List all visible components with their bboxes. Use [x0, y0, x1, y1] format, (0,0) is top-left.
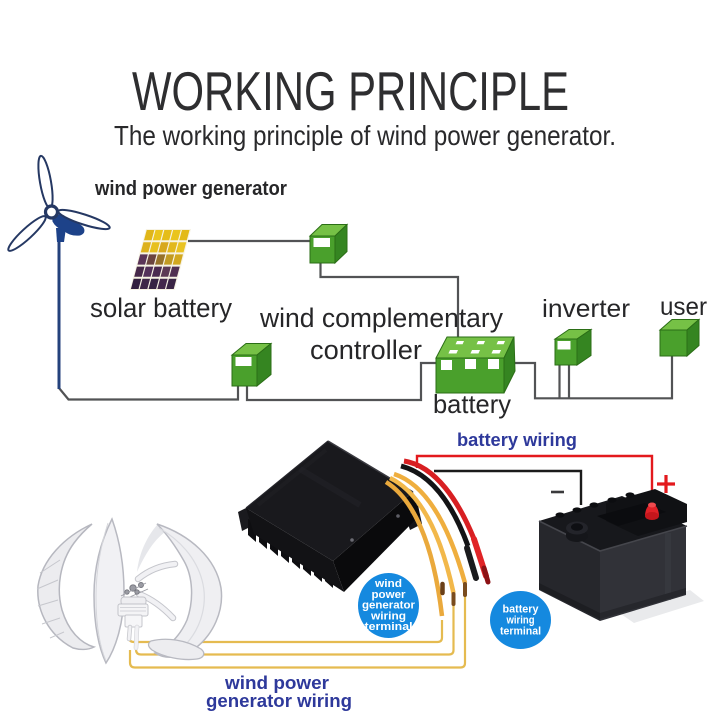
svg-text:WORKING PRINCIPLE: WORKING PRINCIPLE	[132, 60, 569, 122]
svg-text:generator wiring: generator wiring	[206, 691, 352, 711]
svg-text:terminal: terminal	[500, 626, 541, 638]
svg-text:terminal: terminal	[365, 621, 413, 633]
svg-text:solar battery: solar battery	[90, 293, 232, 323]
svg-text:wind: wind	[374, 578, 402, 590]
svg-text:wind power generator: wind power generator	[94, 178, 287, 200]
svg-text:The working principle of wind: The working principle of wind power gene…	[114, 120, 616, 151]
svg-text:power: power	[372, 589, 407, 601]
svg-text:user: user	[660, 293, 707, 321]
svg-text:battery wiring: battery wiring	[457, 430, 577, 450]
svg-text:battery: battery	[433, 389, 511, 419]
svg-text:wind complementary: wind complementary	[259, 303, 503, 333]
svg-text:wind power: wind power	[224, 673, 329, 693]
svg-text:controller: controller	[310, 335, 422, 365]
svg-text:wiring: wiring	[506, 615, 535, 627]
svg-text:inverter: inverter	[542, 295, 630, 323]
svg-text:battery: battery	[503, 604, 540, 616]
svg-text:wiring: wiring	[370, 611, 406, 623]
svg-text:generator: generator	[362, 600, 416, 612]
